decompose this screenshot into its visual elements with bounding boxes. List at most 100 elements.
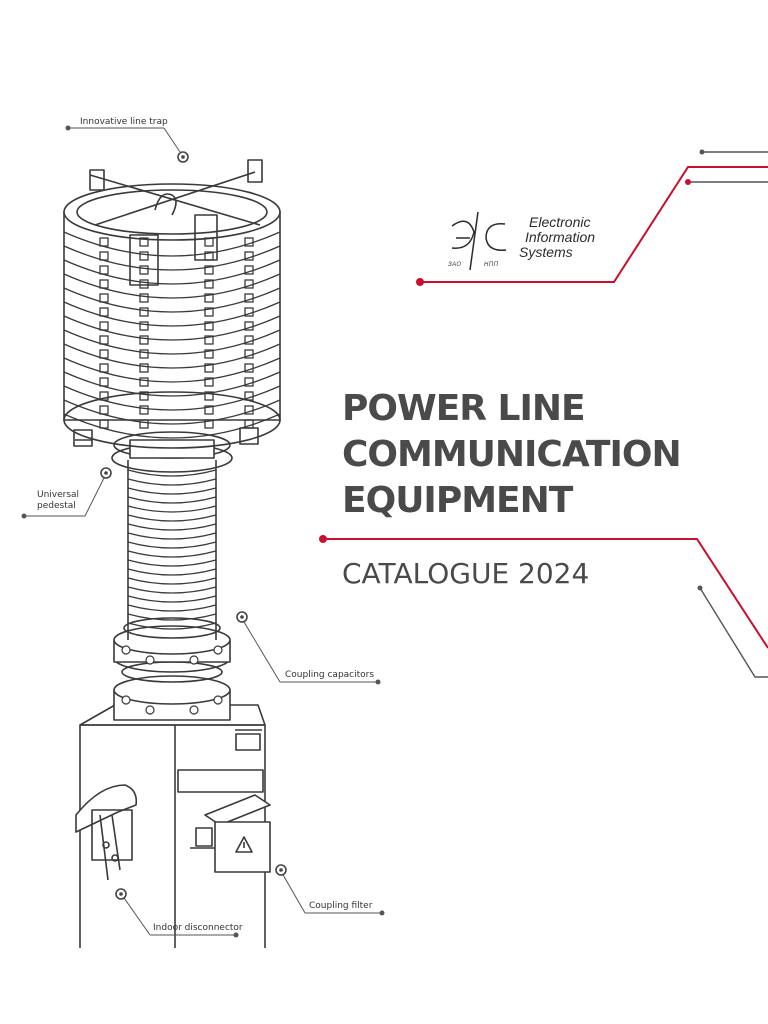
bolt xyxy=(213,645,223,655)
coil-spacer xyxy=(244,391,254,401)
coil-spacer xyxy=(99,405,109,415)
coil-spacer xyxy=(99,419,109,429)
callout-coupling-capacitors: Coupling capacitors xyxy=(285,670,375,680)
insulator-fin xyxy=(127,496,217,504)
coil-spacer xyxy=(139,419,149,429)
coil-spacer xyxy=(139,349,149,359)
coil-spacer xyxy=(139,321,149,331)
insulator-fin xyxy=(127,478,217,486)
coil-spacer xyxy=(139,265,149,275)
insulator-fin xyxy=(127,523,217,531)
coil-spacer xyxy=(139,237,149,247)
coil-spacer xyxy=(99,391,109,401)
coil-spacer xyxy=(139,391,149,401)
coil-spacer xyxy=(244,363,254,373)
callout-dot xyxy=(233,932,239,938)
insulator-fin xyxy=(127,541,217,549)
insulator-fin xyxy=(127,550,217,558)
coil-spacer xyxy=(139,251,149,261)
insulator-fin xyxy=(127,595,217,603)
coil-spacer xyxy=(139,307,149,317)
callout-dot xyxy=(379,910,385,916)
insulator-fin xyxy=(127,514,217,522)
coil-spacer xyxy=(204,279,214,289)
coil-spacer xyxy=(139,279,149,289)
coil-spacer xyxy=(244,279,254,289)
coil-spacer xyxy=(204,349,214,359)
insulator-fin xyxy=(127,559,217,567)
title-line-3: EQUIPMENT xyxy=(342,480,573,521)
callout-coupling-filter: Coupling filter xyxy=(309,901,373,911)
coil-spacer xyxy=(244,265,254,275)
coil-spacer xyxy=(99,237,109,247)
coil-spacer xyxy=(99,377,109,387)
coil-spacer xyxy=(204,335,214,345)
callout-pedestal-2: pedestal xyxy=(37,501,76,511)
coil-spacer xyxy=(204,419,214,429)
accent-dot-top xyxy=(416,278,424,286)
coil-spacer xyxy=(244,251,254,261)
coil-spacer xyxy=(99,321,109,331)
title-line-1: POWER LINE xyxy=(342,388,586,429)
coil-spacer xyxy=(99,349,109,359)
coupling-capacitor-stack xyxy=(113,617,231,721)
bolt xyxy=(213,695,223,705)
logo-sub-right: НПП xyxy=(484,262,499,268)
callout-line-trap-leader-2 xyxy=(163,127,181,153)
coil-spacer xyxy=(204,293,214,303)
coil-spacer xyxy=(244,419,254,429)
logo-sub-left: ЗАО xyxy=(448,262,462,268)
brand-name-line-2: Information xyxy=(525,229,596,245)
bolt xyxy=(189,705,199,715)
coil-spacer xyxy=(139,363,149,373)
coil-spacer xyxy=(244,377,254,387)
accent-dot-small xyxy=(685,179,691,185)
accent-line-top xyxy=(420,166,768,283)
gray-dot-top xyxy=(699,149,705,155)
coil-turns xyxy=(63,231,281,439)
insulator-fin xyxy=(127,604,217,612)
coil-spacer xyxy=(204,237,214,247)
coil-spacer xyxy=(139,377,149,387)
coil-spacer xyxy=(99,307,109,317)
insulator-fin xyxy=(127,469,217,477)
coil-spacer xyxy=(204,251,214,261)
callout-pedestal-leader-2 xyxy=(84,477,105,517)
callout-disconnector-leader xyxy=(121,894,151,936)
line-trap xyxy=(63,159,281,449)
insulator-column xyxy=(127,460,217,640)
accent-line-title xyxy=(323,538,768,649)
callout-indoor-disconnector: Indoor disconnector xyxy=(153,923,243,933)
brand-name: Electronic Information Systems xyxy=(519,215,595,260)
title-line-2: COMMUNICATION xyxy=(342,434,682,475)
insulator-fins xyxy=(127,469,217,630)
callout-pedestal-1: Universal xyxy=(37,490,80,500)
bolt xyxy=(189,655,199,665)
bolt xyxy=(121,645,131,655)
gray-line-title xyxy=(699,587,768,678)
insulator-fin xyxy=(127,487,217,495)
brand-name-line-3: Systems xyxy=(519,244,573,260)
insulator-fin xyxy=(127,586,217,594)
coil-spacer xyxy=(99,363,109,373)
callout-line-trap: Innovative line trap xyxy=(80,117,168,127)
indoor-disconnector-device xyxy=(75,784,138,881)
callout-dot xyxy=(21,513,27,519)
gray-dot-title xyxy=(697,585,703,591)
coil-spacer xyxy=(244,293,254,303)
coil-spacer xyxy=(204,405,214,415)
coil-spacer xyxy=(99,293,109,303)
catalogue-subtitle: CATALOGUE 2024 xyxy=(342,557,590,590)
coil-spacer xyxy=(204,377,214,387)
brand-logo-mark xyxy=(451,211,507,271)
callout-filter-leader xyxy=(281,872,306,914)
callout-dot xyxy=(375,679,381,685)
insulator-fin xyxy=(127,622,217,630)
coil-spacer xyxy=(244,335,254,345)
accent-dot-title xyxy=(319,535,327,543)
coil-spacer xyxy=(204,307,214,317)
coil-spacer xyxy=(99,279,109,289)
coil-spacer xyxy=(244,237,254,247)
insulator-fin xyxy=(127,577,217,585)
